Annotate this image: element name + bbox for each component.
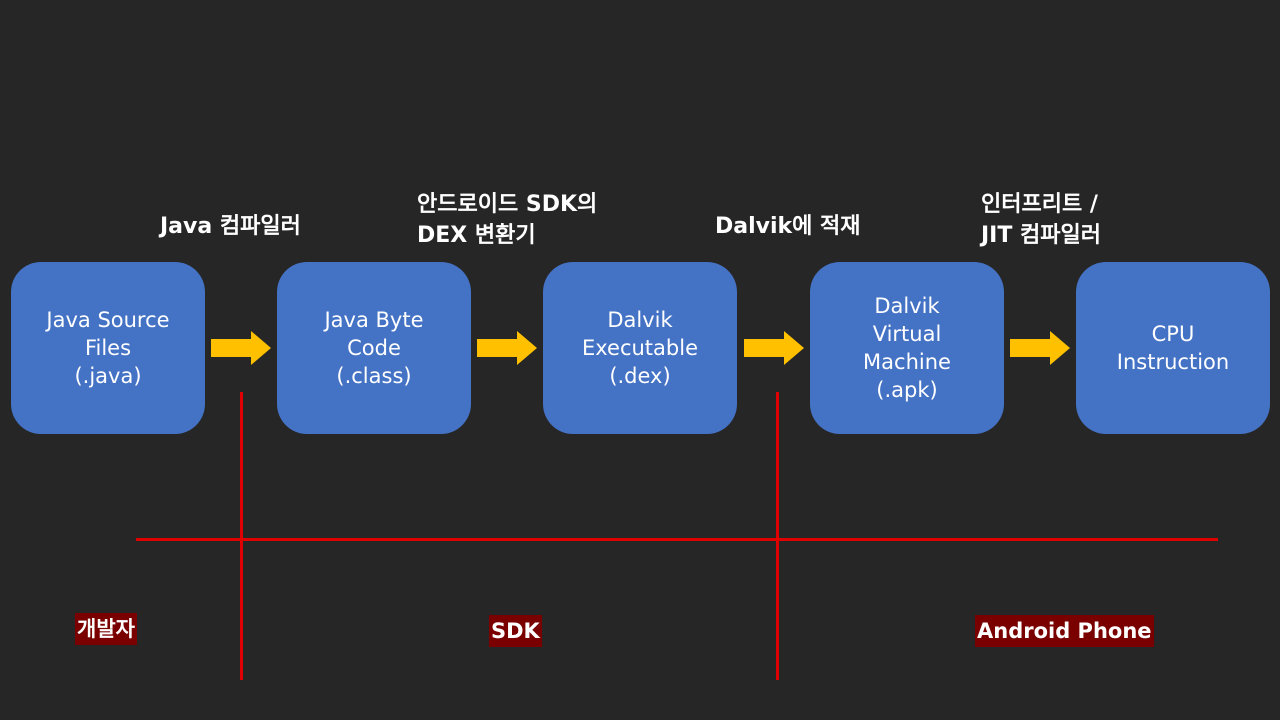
zone-label-android-phone: Android Phone <box>975 615 1154 647</box>
box-line: Files <box>84 336 132 360</box>
box-cpu-instruction: CPU Instruction <box>1076 262 1270 434</box>
box-line: (.apk) <box>876 378 938 402</box>
divider-sdk-phone <box>776 392 779 680</box>
arrow-right-icon <box>1010 331 1070 365</box>
box-java-source-files: Java Source Files (.java) <box>11 262 205 434</box>
box-line: Instruction <box>1116 350 1230 374</box>
step-label-line: DEX 변환기 <box>417 223 536 248</box>
box-line: Code <box>347 336 401 360</box>
box-line: Machine <box>863 350 951 374</box>
box-line: CPU <box>1151 322 1195 346</box>
zone-label-sdk: SDK <box>489 615 542 647</box>
box-line: Java Byte <box>324 308 424 332</box>
step-label-line: Dalvik에 적재 <box>715 214 861 239</box>
box-line: Dalvik <box>607 308 673 332</box>
box-line: Virtual <box>872 322 942 346</box>
arrow-right-icon <box>744 331 804 365</box>
step-label-dalvik-load: Dalvik에 적재 <box>715 211 861 242</box>
divider-developer-sdk <box>240 392 243 680</box>
step-label-line: 안드로이드 SDK의 <box>417 192 598 217</box>
box-line: (.class) <box>336 364 412 388</box>
box-line: (.dex) <box>609 364 671 388</box>
arrow-right-icon <box>211 331 271 365</box>
box-dalvik-executable: Dalvik Executable (.dex) <box>543 262 737 434</box>
divider-horizontal <box>136 538 1218 541</box>
step-label-line: 인터프리트 / <box>981 192 1098 217</box>
box-line: (.java) <box>74 364 142 388</box>
step-label-java-compiler: Java 컴파일러 <box>160 211 301 242</box>
zone-label-developer: 개발자 <box>75 613 137 645</box>
box-line: Executable <box>581 336 698 360</box>
step-label-line: Java 컴파일러 <box>160 214 301 239</box>
box-line: Java Source <box>46 308 170 332</box>
step-label-line: JIT 컴파일러 <box>981 223 1101 248</box>
step-label-dex-converter: 안드로이드 SDK의 DEX 변환기 <box>417 189 597 251</box>
box-line: Dalvik <box>874 294 940 318</box>
box-java-byte-code: Java Byte Code (.class) <box>277 262 471 434</box>
box-dalvik-virtual-machine: Dalvik Virtual Machine (.apk) <box>810 262 1004 434</box>
step-label-interpreter-jit: 인터프리트 / JIT 컴파일러 <box>981 189 1101 251</box>
arrow-right-icon <box>477 331 537 365</box>
